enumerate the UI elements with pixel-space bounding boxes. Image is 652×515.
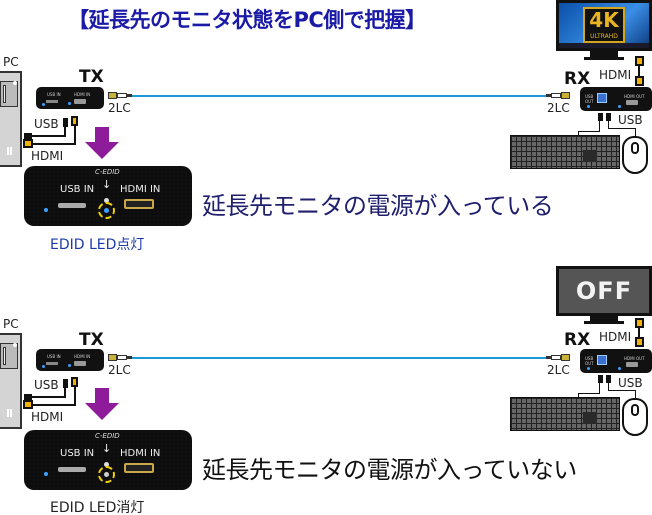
hdmi-in-label: HDMI IN: [120, 448, 161, 459]
rx-label: RX: [564, 330, 591, 350]
tx-unit-icon: USB IN HDMI IN: [36, 87, 104, 109]
cedid-label: C-EDID: [95, 432, 120, 440]
hdmi-in-label: HDMI IN: [120, 184, 161, 195]
highlight-ring: [98, 466, 115, 483]
pc-tower-icon: [0, 71, 22, 167]
caption-monitor-off: 延長先モニタの電源が入っていない: [202, 456, 577, 484]
cable-tx-label: 2LC: [108, 101, 131, 115]
rx-label: RX: [564, 69, 591, 89]
tx-front-panel: C-EDID ↓ USB IN HDMI IN: [24, 430, 192, 490]
usb-label: USB: [34, 378, 59, 392]
keyboard-icon: [510, 397, 620, 431]
cable-rx-label: 2LC: [547, 363, 570, 377]
hdmi-port-icon: [124, 199, 154, 209]
lc-connector-rx-icon: [546, 92, 570, 99]
cable-rx-label: 2LC: [547, 101, 570, 115]
hdmi-label: HDMI: [31, 149, 64, 163]
mouse-icon: [622, 136, 648, 174]
usb-in-label: USB IN: [60, 448, 95, 459]
usb-label: USB: [34, 117, 59, 131]
power-led-icon: [44, 208, 48, 212]
pc-label: PC: [3, 55, 19, 69]
tx-label: TX: [79, 330, 104, 350]
pc-usb-plug-icon: [24, 133, 32, 139]
diagram-title: 【延長先のモニタ状態をPC側で把握】: [68, 8, 426, 32]
monitor-on-icon: 4K ULTRAHD: [556, 0, 652, 51]
usb-connector-icon: [63, 379, 68, 388]
hdmi-connector-icon: [71, 377, 78, 387]
lc-connector-rx-icon: [546, 354, 570, 361]
fiber-cable: [132, 95, 546, 97]
edid-led-off-icon: [104, 472, 109, 477]
down-arrow-icon: [85, 127, 119, 159]
fiber-cable: [132, 357, 546, 359]
mouse-icon: [622, 398, 648, 436]
rx-hdmi-label: HDMI: [599, 68, 632, 82]
cedid-arrow-icon: ↓: [102, 442, 112, 455]
pc-label: PC: [3, 317, 19, 331]
usb-in-label: USB IN: [60, 184, 95, 195]
usb-connector-icon: [63, 118, 68, 127]
4k-badge: 4K ULTRAHD: [583, 7, 625, 43]
edid-led-status: EDID LED点灯: [50, 237, 145, 253]
cedid-button-icon: [104, 198, 109, 203]
hdmi-label: HDMI: [31, 410, 64, 424]
rx-usb-label: USB: [618, 113, 643, 127]
cable-tx-label: 2LC: [108, 363, 131, 377]
off-text: OFF: [575, 277, 633, 305]
tx-label: TX: [79, 67, 104, 87]
rx-usb-label: USB: [618, 376, 643, 390]
lc-connector-tx-icon: [108, 354, 132, 361]
tx-front-panel: C-EDID ↓ USB IN HDMI IN: [24, 166, 192, 226]
cedid-label: C-EDID: [95, 168, 120, 176]
edid-led-status: EDID LED消灯: [50, 500, 145, 515]
pc-usb-plug-icon: [24, 394, 32, 400]
monitor-off-icon: OFF: [556, 266, 652, 316]
lc-connector-tx-icon: [108, 92, 132, 99]
usb-port-icon: [58, 467, 86, 472]
pc-tower-icon: [0, 333, 22, 429]
rx-hdmi-label: HDMI: [599, 330, 632, 344]
keyboard-icon: [510, 135, 620, 169]
power-led-icon: [44, 472, 48, 476]
scenario-monitor-on: PC TX USB IN HDMI IN 2LC 2LC USB HDMI C-…: [0, 0, 652, 253]
highlight-ring: [98, 202, 115, 219]
pc-hdmi-plug-icon: [23, 139, 33, 148]
hdmi-connector-icon: [71, 116, 78, 126]
cedid-button-icon: [104, 462, 109, 467]
hdmi-port-icon: [124, 463, 154, 473]
tx-unit-icon: USB IN HDMI IN: [36, 349, 104, 371]
caption-monitor-on: 延長先モニタの電源が入っている: [202, 192, 554, 220]
pc-hdmi-plug-icon: [23, 400, 33, 409]
scenario-monitor-off: PC TX USB IN HDMI IN 2LC 2LC USB HDMI C-…: [0, 260, 652, 515]
cedid-arrow-icon: ↓: [102, 178, 112, 191]
down-arrow-icon: [85, 388, 119, 420]
edid-led-on-icon: [104, 208, 109, 213]
usb-port-icon: [58, 203, 86, 208]
